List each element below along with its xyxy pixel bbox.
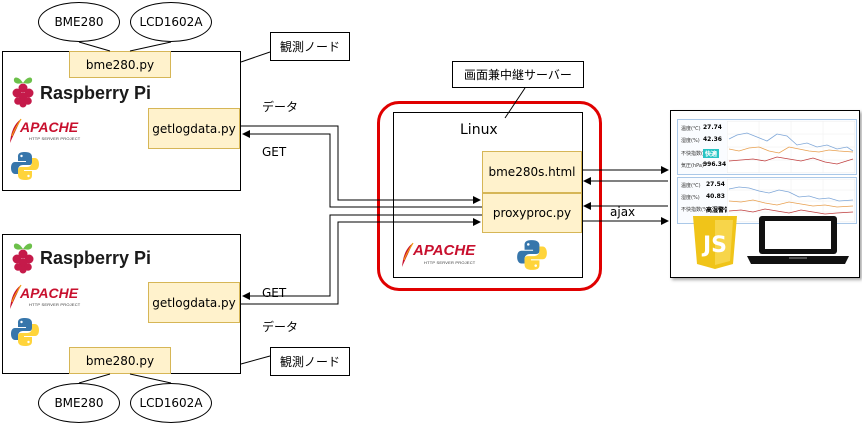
lcd1602a-display-top: LCD1602A [130,2,212,42]
raspberry-pi-label-bottom: Raspberry Pi [40,248,152,268]
edge-get-top [242,130,482,208]
apache-wordmark-bottom: APACHE [20,285,79,301]
js-logo-text: JS [701,233,727,258]
apache-feather-icon [402,242,414,267]
bme280s-html-label: bme280s.html [488,165,576,179]
apache-wordmark-top: APACHE [20,119,79,135]
dash-bottom-row-3-value: 高湿警告 [706,207,731,214]
bme280-script-bottom: bme280.py [69,347,171,374]
lcd1602a-label-top: LCD1602A [139,15,203,29]
raspberry-pi-logo-icon [12,77,34,108]
proxyproc-label: proxyproc.py [492,206,572,220]
server-highlight-frame [377,101,602,291]
dash-top-row-3-value: 快適 [703,149,720,158]
dash-bottom-row-1-label: 温度(℃) [681,183,701,189]
data-label-bottom: データ [262,320,299,334]
edge-get-bottom [242,214,482,300]
link-bme280-top [78,41,111,52]
linux-label: Linux [460,122,498,138]
data-label-top: データ [262,100,299,114]
raspberry-pi-label-top: Raspberry Pi [40,83,152,103]
apache-subtitle-server: HTTP SERVER PROJECT [424,260,476,265]
bme280-script-label-top: bme280.py [85,57,155,72]
getlogdata-script-bottom: getlogdata.py [148,282,240,323]
bme280s-html-file: bme280s.html [482,151,582,193]
observation-node-callout-bottom: 観測ノード [270,347,350,376]
edge-data-bottom [241,218,481,305]
link-lcd-bottom [129,373,172,384]
getlogdata-script-top: getlogdata.py [148,108,240,149]
bme280-label-bottom: BME280 [54,396,104,410]
proxyproc-script: proxyproc.py [482,193,582,233]
dashboard-chart-top [727,121,855,173]
apache-feather-icon [10,118,22,143]
link-bme280-bottom [78,373,111,384]
get-label-top: GET [262,145,287,159]
dash-top-row-2-value: 42.36 [703,136,722,143]
apache-wordmark-server: APACHE [413,242,476,259]
apache-subtitle-bottom: HTTP SERVER PROJECT [29,302,81,307]
dashboard-chart-bottom [727,179,855,222]
callout-text-bottom: 観測ノード [279,355,340,369]
callout-text-top: 観測ノード [279,40,340,54]
python-logo-icon [11,318,39,346]
getlogdata-label-top: getlogdata.py [152,121,236,136]
bme280-sensor-bottom: BME280 [38,383,120,423]
dash-top-row-3-label: 不快指数(%) [681,151,710,157]
callout-pointer-top [240,51,271,63]
bme280-sensor-top: BME280 [38,2,120,42]
lcd1602a-label-bottom: LCD1602A [139,396,203,410]
dash-top-row-2-label: 湿度(%) [681,138,700,144]
bme280-script-top: bme280.py [69,51,171,78]
python-logo-icon [517,240,547,270]
bme280-label-top: BME280 [54,15,104,29]
relay-server-callout-text: 画面兼中継サーバー [464,68,572,82]
callout-pointer-bottom [240,355,271,365]
observation-node-callout-top: 観測ノード [270,32,350,61]
dash-top-row-1-label: 温度(℃) [681,126,701,132]
callout-pointer-server [504,87,526,119]
dash-bottom-row-3-label: 不快指数(%) [681,207,710,213]
lcd1602a-display-bottom: LCD1602A [130,383,212,423]
relay-server-callout: 画面兼中継サーバー [452,61,584,88]
dash-bottom-row-2-value: 40.83 [706,193,725,200]
bme280-script-label-bottom: bme280.py [85,353,155,368]
javascript-logo-icon: JS [693,216,737,269]
ajax-label: ajax [610,205,636,219]
link-lcd-top [129,41,172,52]
raspberry-pi-logo-icon [12,243,34,274]
dash-top-row-4-label: 気圧(hPa) [681,163,704,169]
dash-bottom-row-1-value: 27.54 [706,181,725,188]
dash-bottom-row-2-label: 湿度(%) [681,195,700,201]
dash-top-row-1-value: 27.74 [703,124,722,131]
edge-data-top [241,125,481,204]
getlogdata-label-bottom: getlogdata.py [152,295,236,310]
apache-feather-icon [10,284,22,309]
apache-subtitle-top: HTTP SERVER PROJECT [29,136,81,141]
dash-top-row-4-value: 996.34 [703,161,727,168]
python-logo-icon [11,152,39,180]
laptop-icon [747,216,849,264]
